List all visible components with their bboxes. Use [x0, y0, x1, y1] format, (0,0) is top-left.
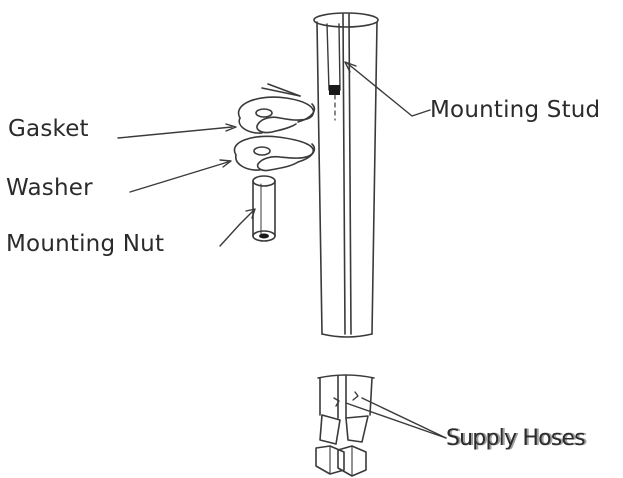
gasket-label: Gasket — [8, 116, 89, 142]
hose-column-top-opening — [313, 12, 379, 28]
mounting-stud-label: Mounting Stud — [430, 97, 601, 123]
stud-arrow-head — [344, 61, 357, 73]
mounting-stud — [326, 23, 341, 121]
stud-leader — [346, 62, 431, 117]
washer — [233, 135, 316, 172]
gasket-arrow-head — [225, 123, 237, 132]
hoses-arrow-right — [352, 391, 359, 401]
washer-label: Washer — [6, 175, 93, 201]
washer-arrow-head — [219, 159, 232, 168]
gasket — [237, 83, 316, 134]
hoses-arrow-left — [333, 397, 340, 407]
nut-arrow-head — [245, 208, 256, 219]
nut-leader — [219, 209, 255, 247]
hose-column-upper — [313, 12, 379, 338]
left-hose-fitting — [319, 414, 341, 445]
hose-column-lower — [315, 374, 375, 477]
gasket-leader — [117, 126, 233, 139]
mounting-nut — [252, 175, 276, 242]
hoses-leader-right — [361, 397, 447, 439]
supply-hoses-label-shadow: Supply Hoses — [448, 426, 588, 451]
supply-hoses-label: Supply Hoses — [446, 426, 586, 451]
hoses-leader-left — [345, 402, 447, 439]
leader-lines — [117, 61, 447, 439]
right-hose-fitting — [345, 415, 369, 443]
mounting-nut-label: Mounting Nut — [6, 231, 165, 257]
washer-leader — [129, 161, 229, 193]
